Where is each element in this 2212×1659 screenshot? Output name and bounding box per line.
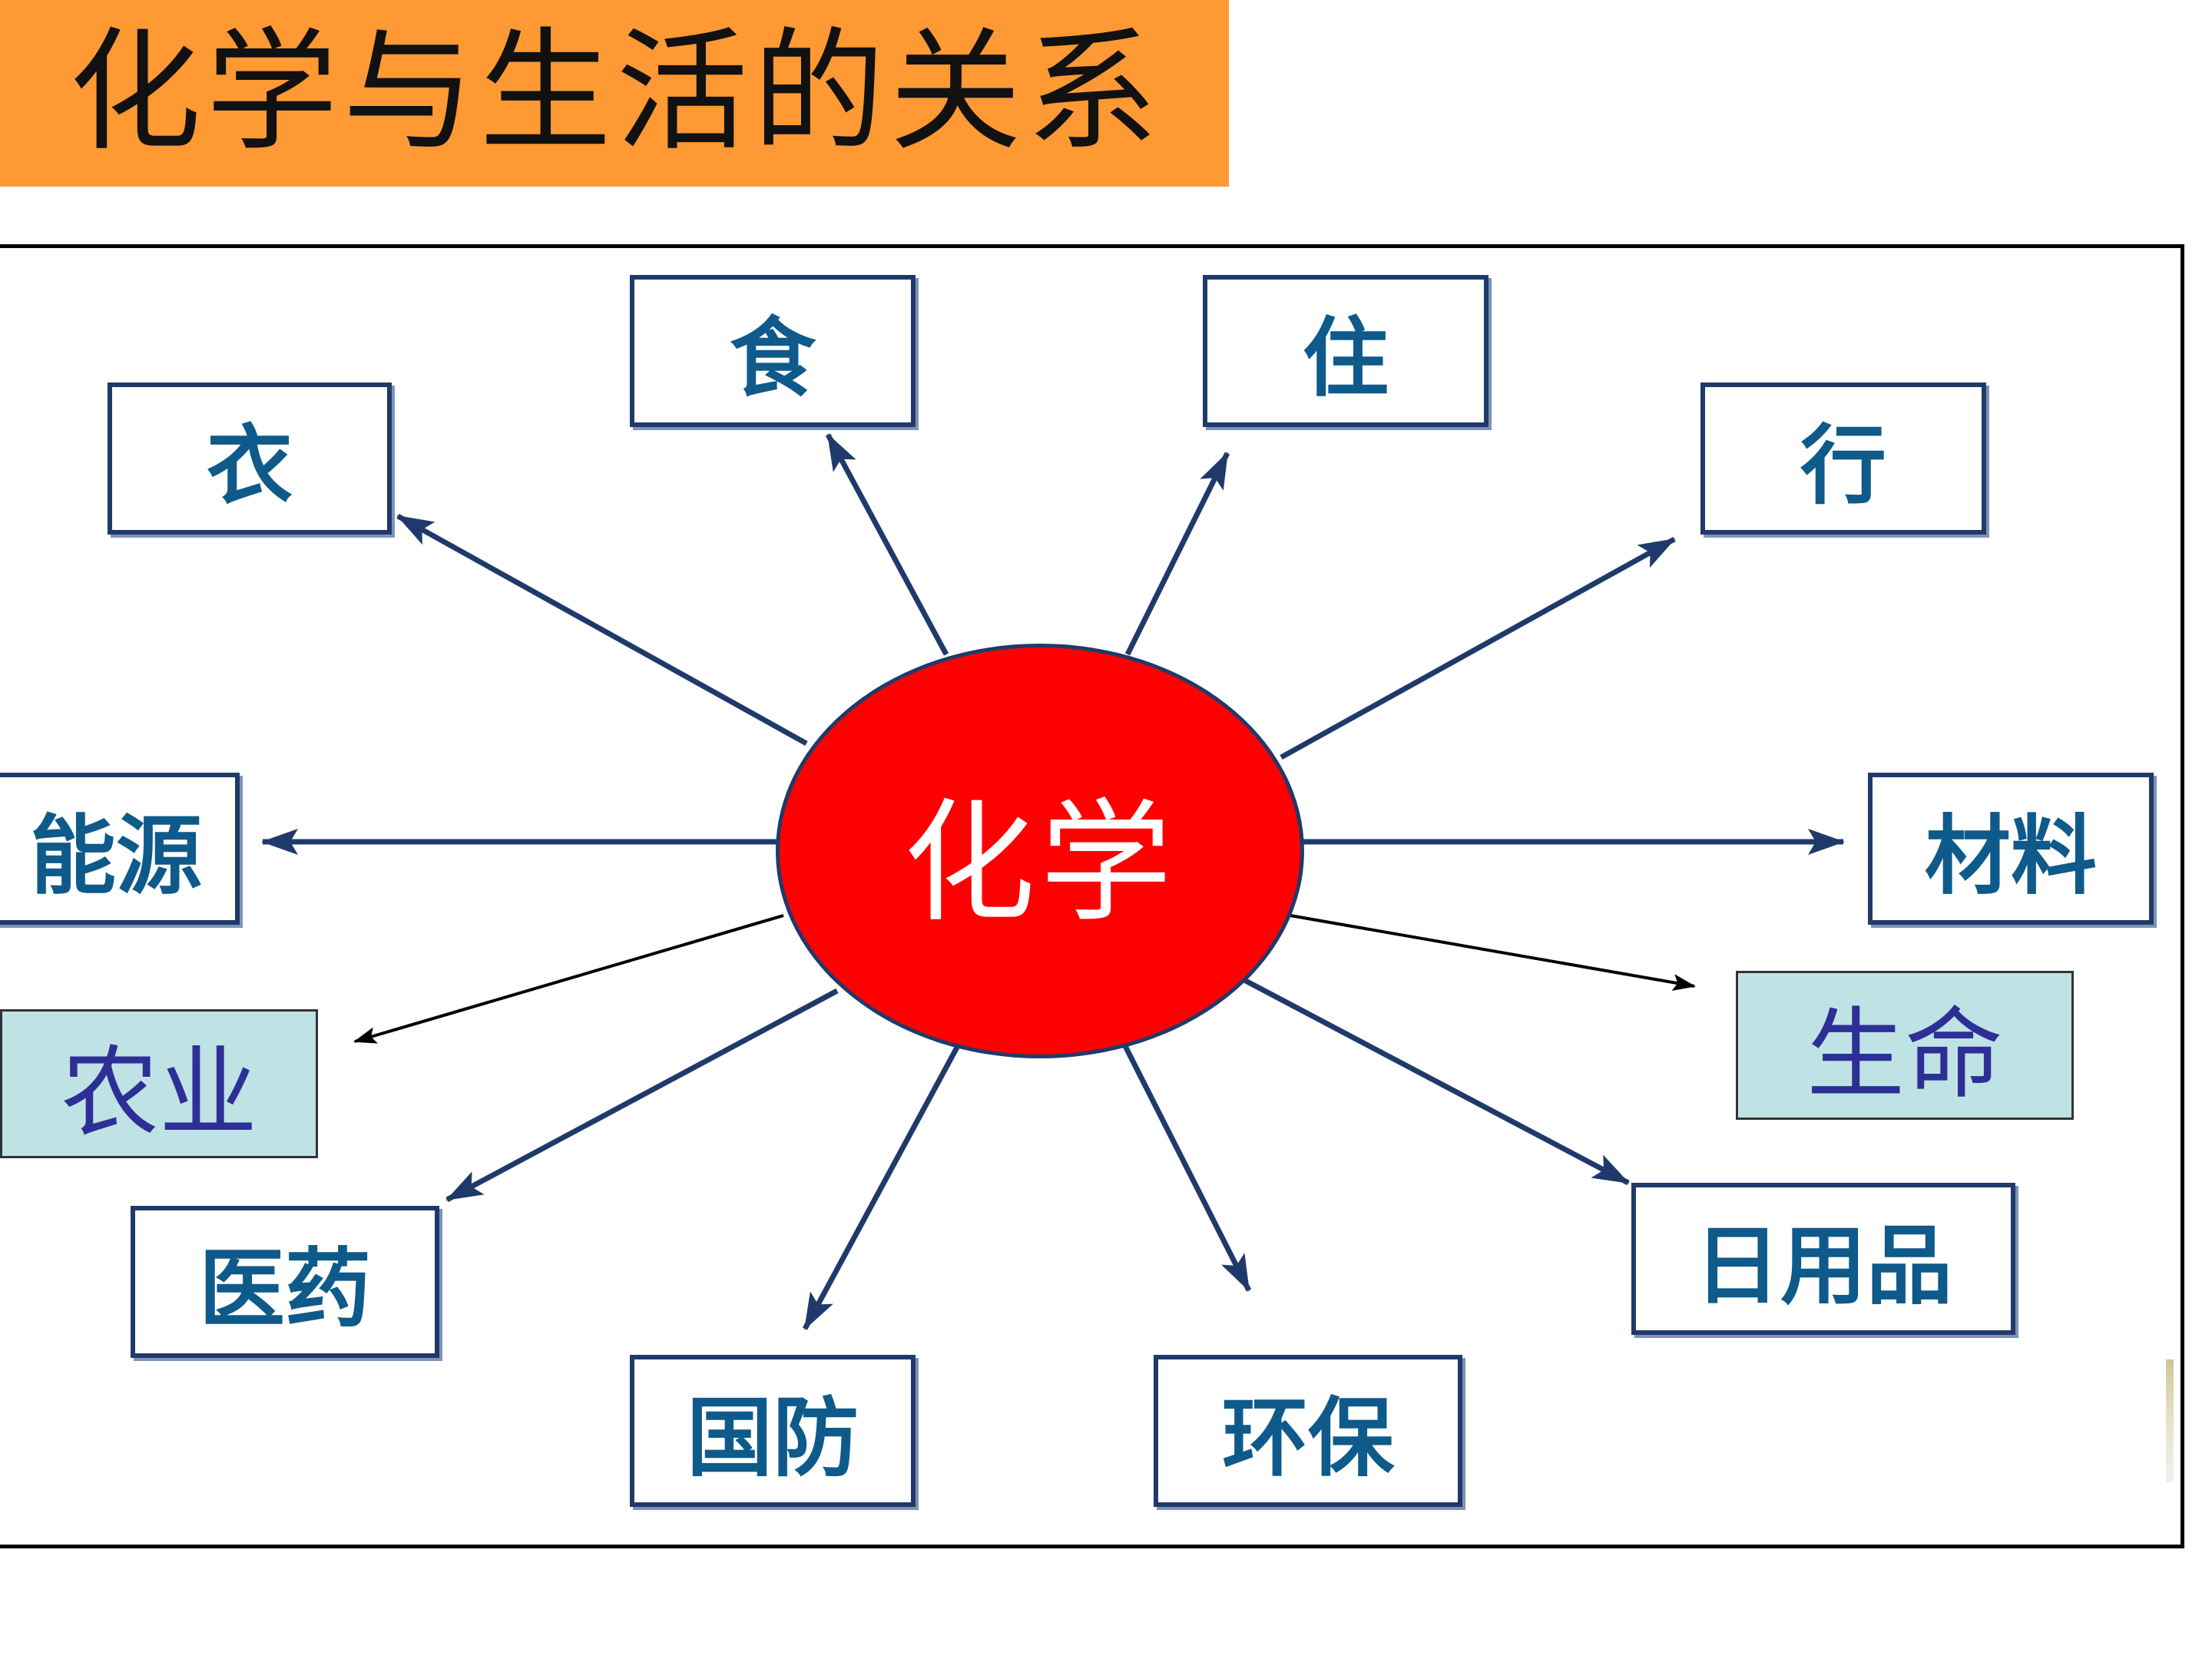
node-guofang: 国防 bbox=[630, 1355, 916, 1507]
node-shengming-label: 生命 bbox=[1806, 997, 2003, 1112]
hub-chemistry: 化学 bbox=[776, 644, 1304, 1058]
node-zhu: 住 bbox=[1203, 275, 1488, 427]
node-xing-label: 行 bbox=[1800, 416, 1886, 516]
node-xing: 行 bbox=[1700, 382, 1986, 535]
title-banner: 化学与生活的关系 bbox=[0, 0, 1229, 187]
arrow-to-zhu bbox=[1124, 452, 1230, 656]
arrow-to-riyongpin bbox=[1243, 977, 1630, 1186]
page-title: 化学与生活的关系 bbox=[69, 15, 1163, 169]
node-nengyuan: 能源 bbox=[0, 773, 240, 925]
node-guofang-label: 国防 bbox=[687, 1389, 859, 1488]
edge-artifact bbox=[2166, 1359, 2174, 1482]
node-shi: 食 bbox=[630, 275, 916, 427]
node-nengyuan-label: 能源 bbox=[30, 806, 202, 906]
node-yiyao: 医药 bbox=[131, 1206, 439, 1358]
diagram-frame bbox=[0, 244, 2184, 1548]
arrow-to-guofang bbox=[802, 1043, 962, 1330]
arrow-to-huanbao bbox=[1120, 1040, 1252, 1292]
node-zhu-label: 住 bbox=[1303, 309, 1389, 409]
node-huanbao-label: 环保 bbox=[1222, 1389, 1394, 1488]
node-riyongpin-label: 日用品 bbox=[1694, 1217, 1952, 1316]
node-cailiao: 材料 bbox=[1868, 773, 2154, 925]
node-huanbao: 环保 bbox=[1154, 1355, 1462, 1507]
arrow-to-yiyao bbox=[445, 988, 839, 1203]
hub-label: 化学 bbox=[903, 786, 1177, 940]
arrow-to-yi bbox=[396, 513, 808, 747]
node-yiyao-label: 医药 bbox=[199, 1240, 371, 1339]
node-riyongpin: 日用品 bbox=[1631, 1183, 2015, 1335]
arrow-to-nongye bbox=[353, 914, 784, 1044]
node-nongye: 农业 bbox=[0, 1009, 318, 1158]
arrow-to-shi bbox=[825, 433, 949, 656]
arrow-to-xing bbox=[1280, 536, 1676, 760]
node-shengming: 生命 bbox=[1736, 971, 2074, 1120]
node-cailiao-label: 材料 bbox=[1925, 806, 2097, 906]
node-yi: 衣 bbox=[108, 382, 392, 535]
node-yi-label: 衣 bbox=[207, 416, 293, 516]
node-shi-label: 食 bbox=[730, 309, 816, 409]
node-nongye-label: 农业 bbox=[60, 1035, 257, 1151]
arrow-to-shengming bbox=[1290, 914, 1696, 992]
